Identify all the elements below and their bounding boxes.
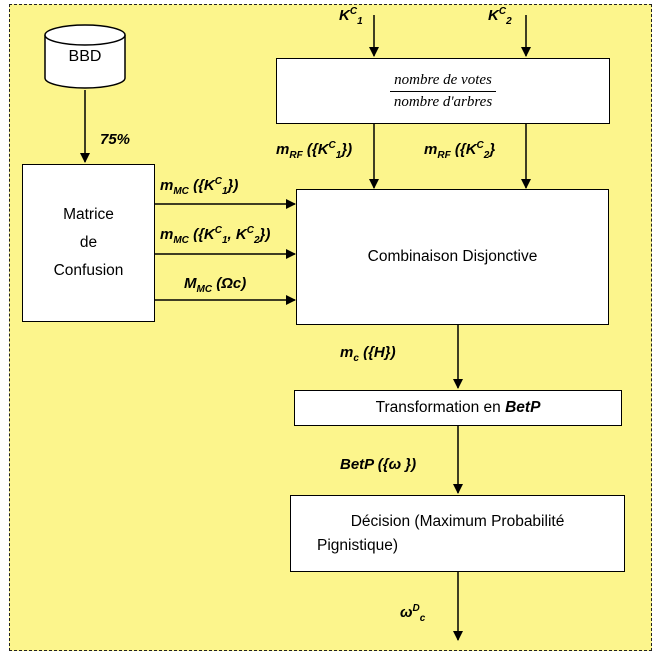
betp-transformation-box: Transformation en BetP: [294, 390, 622, 426]
decision-box: Décision (Maximum Probabilité Pignistiqu…: [290, 495, 625, 572]
label-mc: mc ({H}): [340, 344, 396, 364]
vote-ratio-box: nombre de votes nombre d'arbres: [276, 58, 610, 124]
label-mmc3: MMC (Ωc): [184, 275, 247, 295]
fraction-bar: [389, 90, 497, 92]
fraction-denominator: nombre d'arbres: [393, 93, 493, 110]
transformation-prefix: Transformation en: [375, 399, 506, 416]
label-75-percent: 75%: [100, 131, 131, 148]
label-mmc2: mMC ({KC1, KC2}): [160, 225, 271, 246]
matrice-line2: de: [79, 234, 98, 251]
database-cylinder: [44, 24, 126, 89]
label-k1: KC1: [339, 6, 363, 27]
bbd-label: BBD: [68, 48, 102, 65]
fraction-numerator: nombre de votes: [394, 71, 492, 88]
label-mrf2: mRF ({KC2}: [424, 140, 496, 161]
label-omega-decision: ωDc: [400, 603, 426, 624]
confusion-matrix-box: Matrice de Confusion: [22, 164, 155, 322]
disjunctive-combination-box: Combinaison Disjonctive: [296, 189, 609, 325]
label-mmc1: mMC ({KC1}): [160, 176, 239, 197]
transformation-emphasis: BetP: [505, 399, 541, 416]
label-mrf1: mRF ({KC1}): [276, 140, 353, 161]
matrice-line3: Confusion: [53, 262, 124, 279]
decision-line2: Pignistique): [317, 536, 398, 554]
matrice-line1: Matrice: [63, 206, 114, 223]
label-k2: KC2: [488, 6, 512, 27]
decision-line1: Décision (Maximum Probabilité: [350, 512, 565, 530]
combinaison-label: Combinaison Disjonctive: [367, 248, 538, 265]
label-betp: BetP ({ω }): [340, 456, 417, 473]
